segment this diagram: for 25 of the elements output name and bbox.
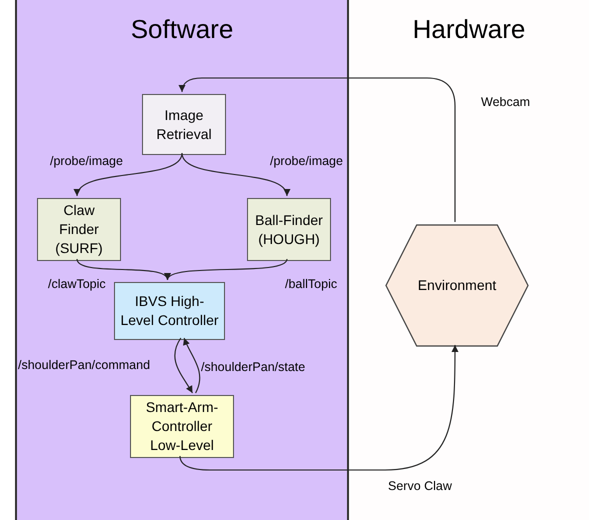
edge-label: Servo Claw bbox=[388, 478, 452, 494]
arrow bbox=[181, 152, 288, 196]
process-box: Smart-Arm-Controller Low-Level bbox=[130, 395, 234, 458]
edge-label: Webcam bbox=[481, 94, 530, 110]
arrow bbox=[174, 338, 193, 394]
arrow bbox=[76, 152, 183, 196]
region-panel bbox=[15, 0, 349, 520]
edge-label: /probe/image bbox=[270, 153, 343, 169]
arrow bbox=[178, 77, 456, 222]
edge-label: /shoulderPan/command bbox=[18, 357, 150, 373]
panel-title: Hardware bbox=[412, 14, 526, 44]
edge-label: /ballTopic bbox=[285, 276, 338, 292]
edge-label: /probe/image bbox=[50, 153, 123, 169]
edge-label: /clawTopic bbox=[48, 276, 106, 292]
arrow bbox=[179, 345, 458, 471]
arrow bbox=[76, 258, 168, 280]
node-label: Environment bbox=[418, 276, 496, 295]
process-box: Claw Finder (SURF) bbox=[37, 198, 121, 261]
panel-title: Software bbox=[130, 14, 234, 44]
arrow bbox=[167, 258, 288, 280]
edge-label: /shoulderPan/state bbox=[201, 359, 306, 375]
process-box: Ball-Finder (HOUGH) bbox=[247, 198, 331, 261]
process-box: IBVS High-Level Controller bbox=[114, 282, 225, 340]
process-box: Image Retrieval bbox=[142, 94, 226, 155]
arrow bbox=[183, 338, 200, 394]
